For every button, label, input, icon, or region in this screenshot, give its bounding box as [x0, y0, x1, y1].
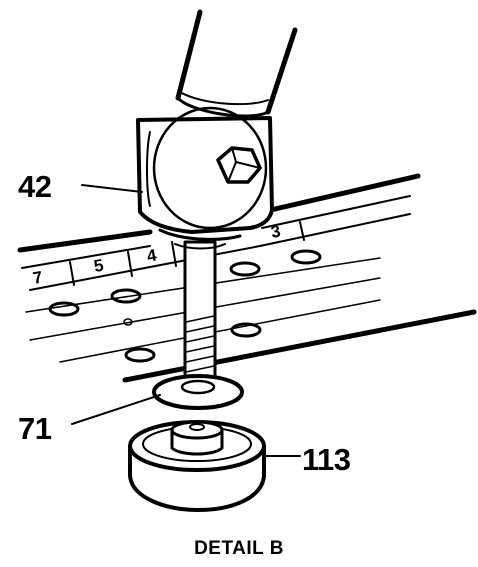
washer: [152, 374, 244, 410]
callout-71: 71: [18, 411, 52, 446]
leader-42: [81, 184, 143, 193]
rail-track: [17, 173, 477, 383]
threaded-bolt: [183, 240, 217, 394]
rail-numbers: 7 5 4 3: [31, 222, 282, 288]
rail-number: 4: [145, 245, 158, 265]
leveling-foot: [128, 420, 266, 512]
callout-113: 113: [302, 442, 351, 477]
hex-bolt-head: [216, 146, 262, 184]
detail-caption: DETAIL B: [194, 538, 284, 559]
callout-42: 42: [18, 169, 52, 204]
leg-tube: [175, 9, 298, 118]
bracket-clamp: [136, 106, 274, 250]
leader-lines: [71, 184, 301, 457]
rail-number: 5: [92, 256, 105, 276]
rail-number: 7: [31, 268, 44, 288]
leader-71: [71, 394, 161, 425]
rail-number: 3: [269, 222, 282, 242]
